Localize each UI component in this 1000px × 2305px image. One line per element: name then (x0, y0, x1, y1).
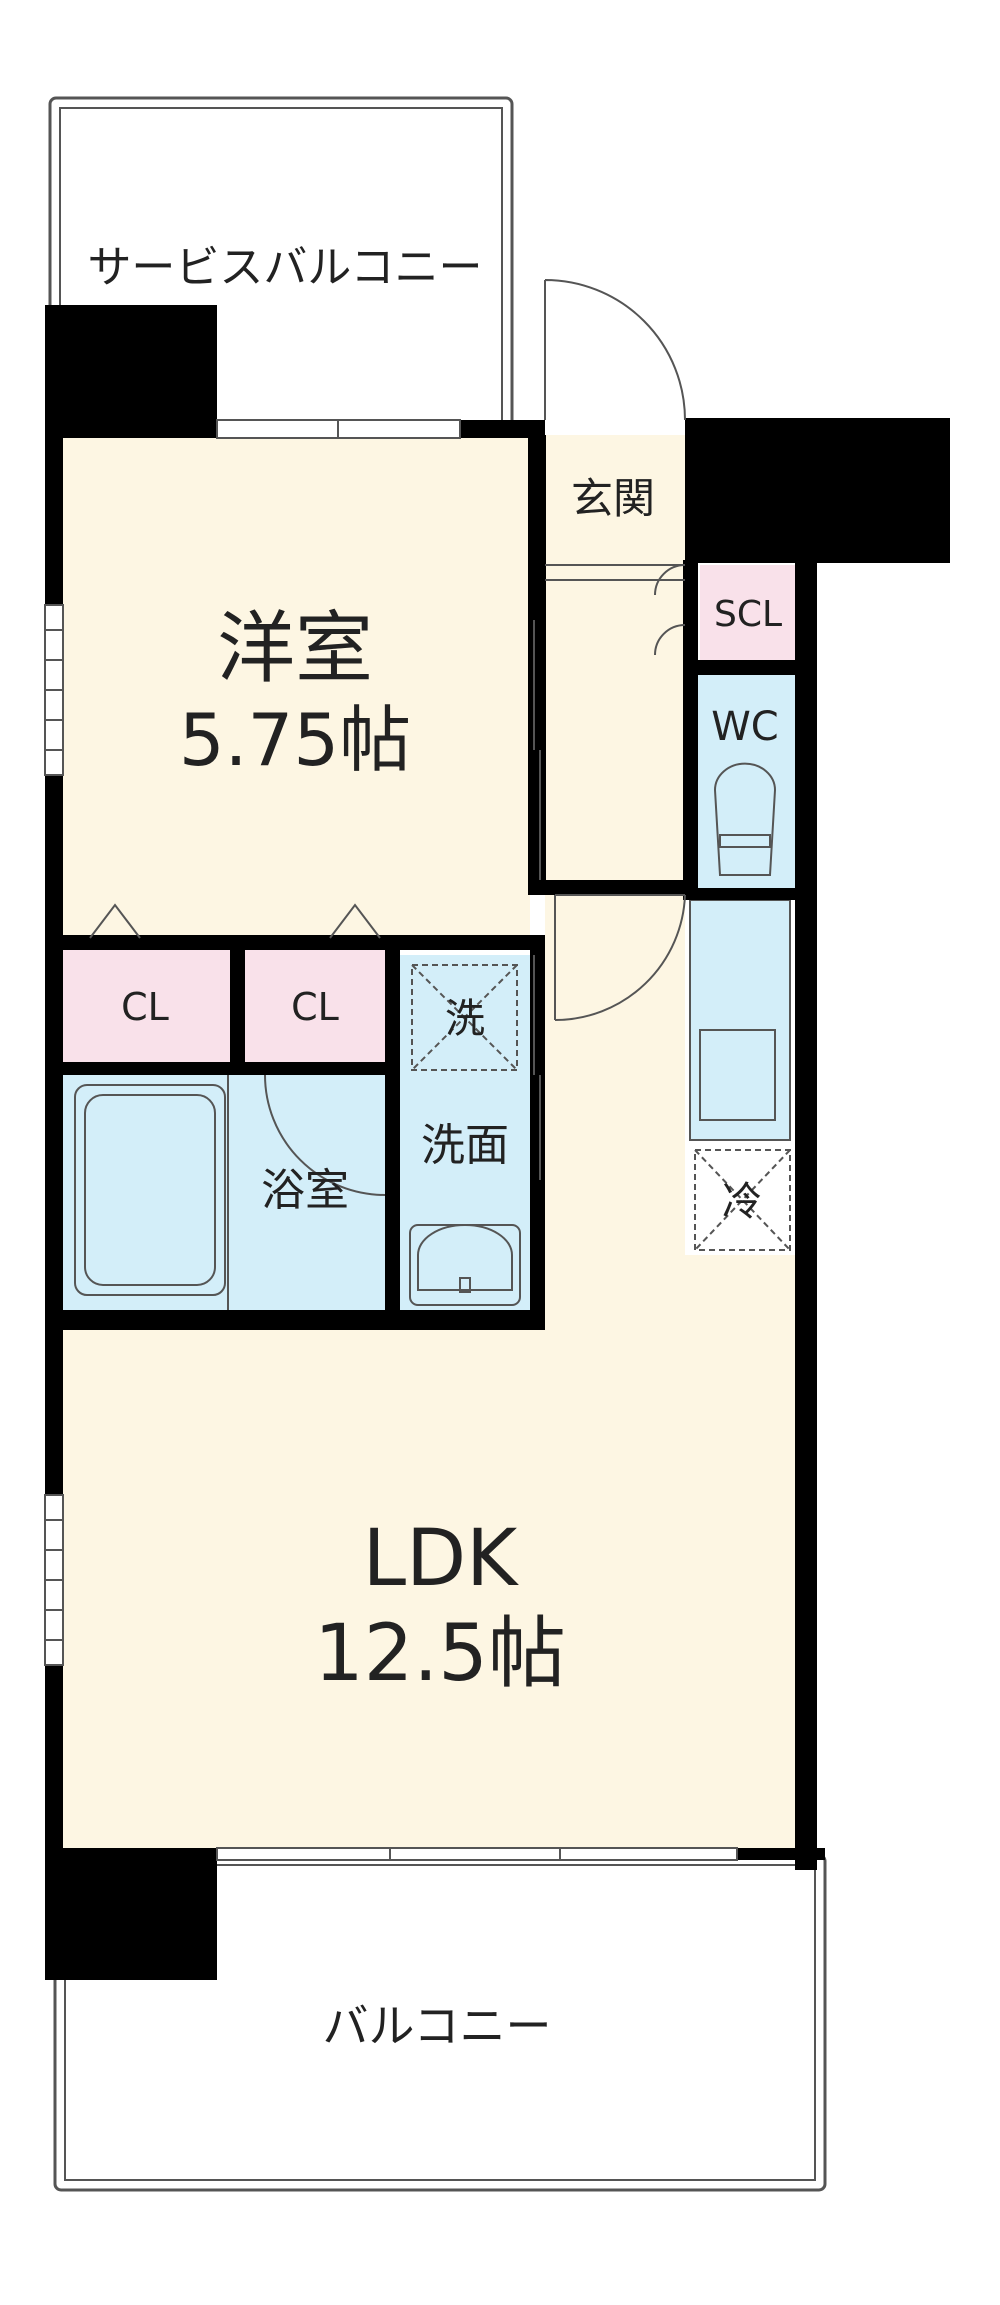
bath-door (264, 1074, 386, 1196)
windows (44, 419, 738, 1861)
wall-washroom-right (530, 950, 545, 1330)
service-balcony-label: サービスバルコニー (87, 242, 482, 293)
scl-floor (700, 565, 795, 660)
wall-western-right (528, 435, 546, 895)
balcony: バルコニー (53, 1853, 827, 2192)
wall-wc-top (683, 660, 798, 675)
labels: 玄関 SCL WC 洋室 5.75帖 CL CL 洗 洗面 浴室 冷 LDK 1… (121, 474, 782, 1699)
wall-wc-bottom (683, 888, 798, 900)
scl-label: SCL (714, 594, 782, 635)
wall-closet-bottom (45, 1062, 390, 1075)
ldk-name: LDK (363, 1514, 520, 1604)
wall-bath-right (385, 950, 400, 1315)
window-ldk (216, 1847, 738, 1861)
closet-left-label: CL (121, 985, 169, 1029)
bathtub (74, 1084, 226, 1296)
wall-bath-bottom (45, 1310, 545, 1330)
hall-floor (545, 565, 685, 895)
doors (89, 279, 686, 1196)
balcony-label: バルコニー (322, 1999, 551, 2053)
fridge-label: 冷 (722, 1179, 762, 1225)
washroom-floor (400, 955, 530, 1310)
western-room-size: 5.75帖 (179, 698, 411, 782)
wall-hall-right (683, 560, 698, 900)
wall-closet-divider (230, 950, 245, 1062)
entrance-label: 玄関 (571, 474, 655, 523)
wc-floor (695, 675, 795, 890)
toilet (713, 762, 777, 876)
wall-pillar-top-left (45, 305, 217, 435)
closet-right-floor (245, 950, 385, 1062)
front-door (544, 279, 686, 421)
hall-door (554, 894, 686, 1021)
western-room-floor (60, 435, 530, 940)
fridge-box (694, 1149, 791, 1251)
bathroom-label: 浴室 (261, 1165, 349, 1216)
ldk-size: 12.5帖 (314, 1609, 566, 1699)
wall-pillar-bottom-left (45, 1848, 217, 1980)
walls (45, 305, 950, 1980)
wall-pillar-top-right (685, 418, 950, 563)
wc-label: WC (711, 704, 778, 750)
washer-label: 洗 (445, 996, 485, 1042)
washer-box (411, 964, 518, 1071)
western-room-name: 洋室 (217, 604, 373, 694)
washroom-label: 洗面 (421, 1120, 509, 1171)
entrance-floor (545, 435, 685, 565)
closet-left-floor (60, 950, 230, 1062)
wall-entrance-bottom (545, 880, 685, 895)
fixtures (74, 762, 791, 1310)
closet-right-label: CL (291, 985, 339, 1029)
closet-doors (89, 903, 381, 939)
wall-right (795, 560, 817, 1870)
wall-western-bottom (45, 935, 545, 950)
ldk-floor (60, 895, 810, 1855)
kitchen-sink (699, 1029, 776, 1121)
